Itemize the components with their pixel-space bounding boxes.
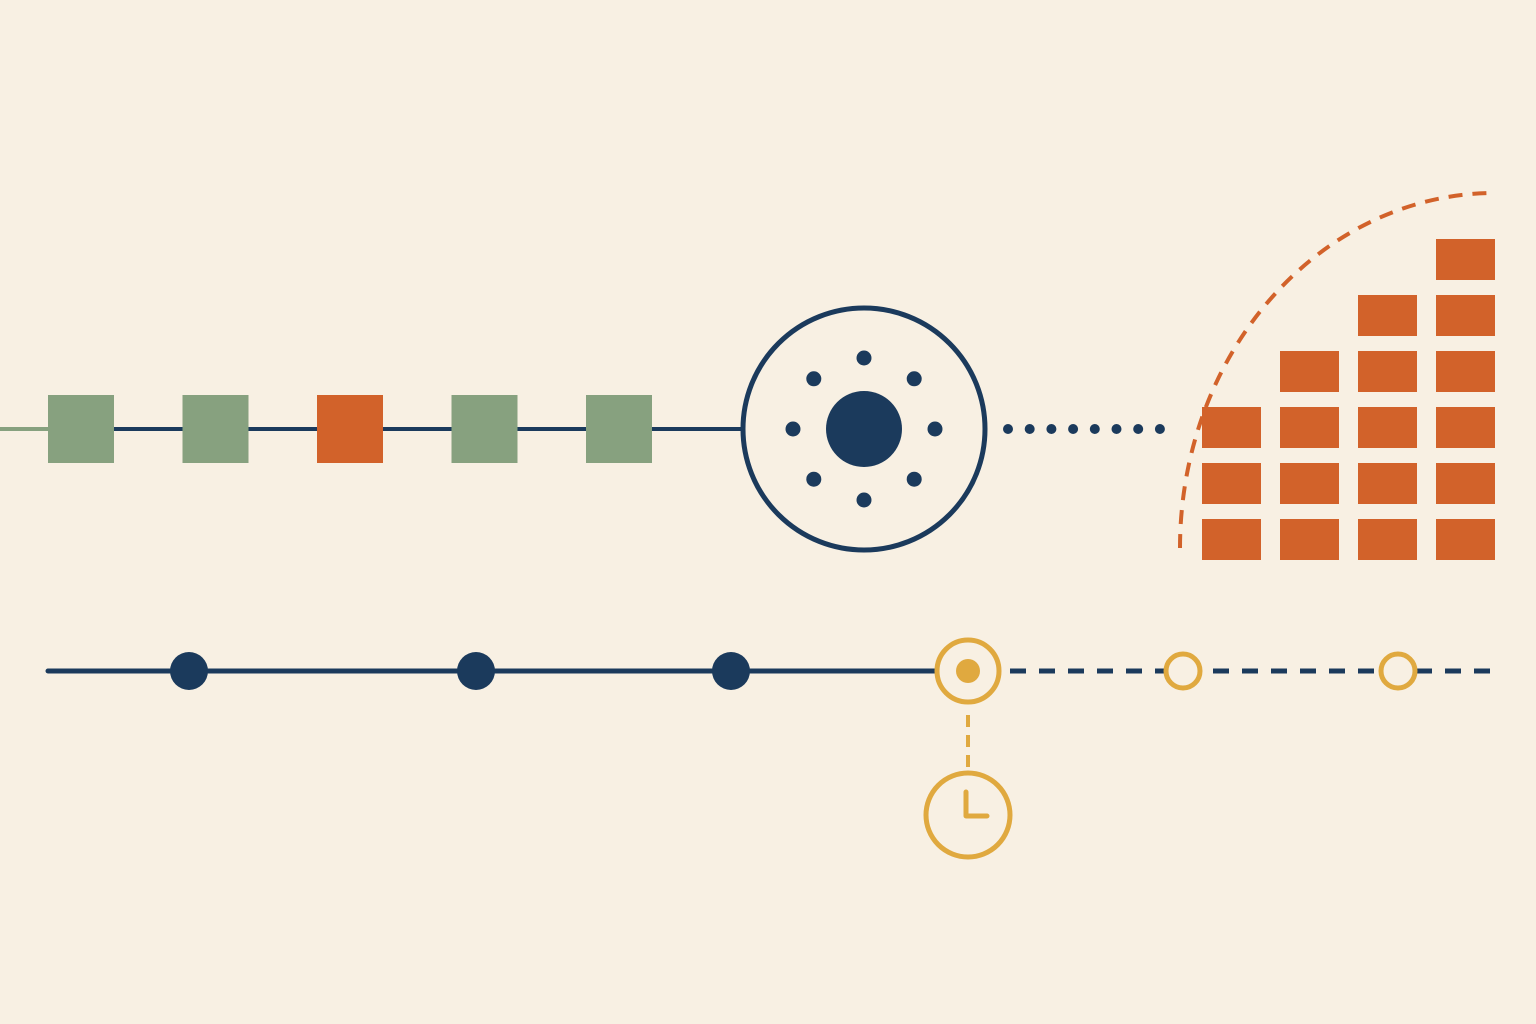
output-block	[1436, 295, 1495, 336]
timeline-node-pending	[1378, 651, 1418, 691]
hub-dot	[906, 471, 922, 487]
output-block	[1280, 407, 1339, 448]
output-block	[1358, 463, 1417, 504]
output-block	[1436, 407, 1495, 448]
timeline-node-pending	[1163, 651, 1203, 691]
hub-dot	[927, 421, 943, 437]
output-block	[1436, 239, 1495, 280]
connector-dot	[1111, 424, 1122, 434]
output-grid	[1202, 239, 1495, 560]
queue-block	[317, 395, 383, 463]
connector-dot	[1003, 424, 1013, 434]
timeline-node-completed	[712, 652, 750, 690]
output-block	[1358, 295, 1417, 336]
queue-block	[48, 395, 114, 463]
queue-block	[182, 395, 249, 463]
output-block	[1436, 351, 1495, 392]
clock-icon	[923, 770, 1013, 860]
output-block	[1436, 463, 1495, 504]
connector-dot	[1133, 424, 1144, 434]
output-block	[1202, 407, 1261, 448]
timeline-node-completed	[457, 652, 495, 690]
dotted-connector	[1003, 424, 1165, 434]
output-block	[1358, 351, 1417, 392]
hub-dot	[785, 421, 801, 437]
hub-dot	[806, 371, 822, 387]
timeline-node-current-dot	[956, 659, 980, 683]
hub-dot	[806, 471, 822, 487]
output-block	[1358, 407, 1417, 448]
output-block	[1280, 463, 1339, 504]
hub-dot	[906, 371, 922, 387]
output-block	[1202, 463, 1261, 504]
timeline-nodes	[170, 637, 1418, 705]
connector-dot	[1154, 424, 1165, 434]
connector-dot	[1089, 424, 1100, 434]
clock-hands	[963, 789, 990, 819]
hub-dot	[856, 350, 872, 366]
queue-blocks	[0, 395, 652, 463]
hub-dot	[856, 492, 872, 508]
output-block	[1280, 351, 1339, 392]
hub-core	[826, 391, 902, 467]
clock-face	[923, 770, 1013, 860]
output-block	[1280, 519, 1339, 560]
output-arc	[1178, 191, 1496, 549]
processing-hub-icon	[740, 305, 988, 553]
connector-dot	[1046, 424, 1057, 434]
output-block	[1202, 519, 1261, 560]
connector-dot	[1068, 424, 1079, 434]
output-block	[1358, 519, 1417, 560]
queue-block	[586, 395, 652, 463]
queue-block	[451, 395, 518, 463]
connector-dot	[1024, 424, 1035, 434]
output-block	[1436, 519, 1495, 560]
hub-satellite-dots	[785, 350, 943, 508]
timeline-node-completed	[170, 652, 208, 690]
hub-ring	[740, 305, 988, 553]
